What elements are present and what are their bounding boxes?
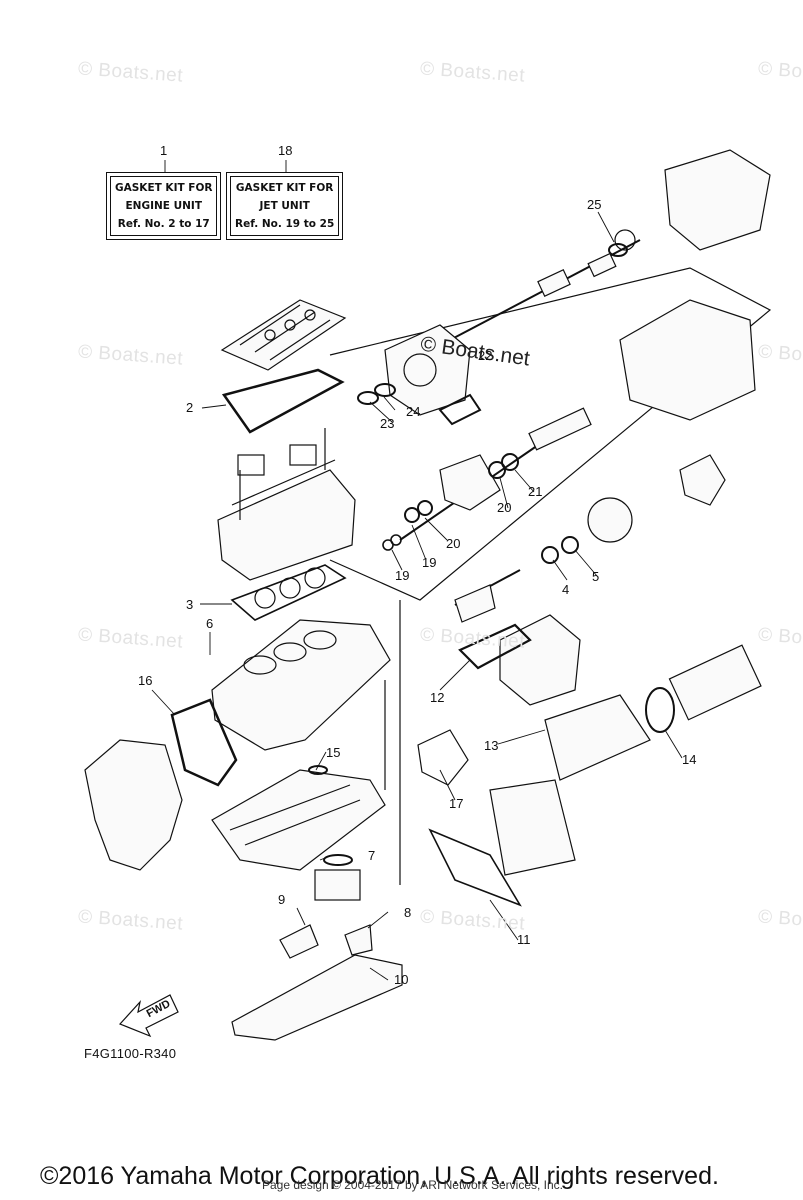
callout-2: 2 xyxy=(186,400,194,415)
kit-line3: Ref. No. 19 to 25 xyxy=(235,218,335,230)
kit-line2: JET UNIT xyxy=(259,200,310,212)
muffler-gasket xyxy=(645,687,675,733)
copyright-notice: ©2016 Yamaha Motor Corporation, U.S.A. A… xyxy=(40,1162,719,1190)
jet-gasket-kit-label: GASKET KIT FOR JET UNIT Ref. No. 19 to 2… xyxy=(226,172,344,240)
oil-filter-housing xyxy=(314,869,361,901)
callout-20b: 20 xyxy=(497,500,512,515)
callout-11: 11 xyxy=(517,932,531,947)
muffler xyxy=(668,644,762,721)
callout-10: 10 xyxy=(394,972,409,987)
oil-cooler xyxy=(489,779,576,876)
seal-23 xyxy=(357,391,379,405)
callout-13: 13 xyxy=(484,738,499,753)
oil-pipe xyxy=(344,924,373,956)
exhaust-pipe xyxy=(544,694,651,781)
engine-gasket-kit-label: GASKET KIT FOR ENGINE UNIT Ref. No. 2 to… xyxy=(106,172,222,240)
kit-line2: ENGINE UNIT xyxy=(125,200,202,212)
stator-cover-gasket xyxy=(417,729,469,786)
oil-cooler-gasket xyxy=(428,828,522,907)
callout-17: 17 xyxy=(449,796,464,811)
callout-4: 4 xyxy=(562,582,570,597)
coupler xyxy=(587,497,633,543)
page-design-credit: Page design © 2004-2017 by ARI Network S… xyxy=(262,1178,564,1192)
drive-shaft-assembly xyxy=(449,239,641,341)
jet-pump-body xyxy=(619,299,756,421)
callout-18: 18 xyxy=(278,143,293,158)
callout-22: 22 xyxy=(478,348,493,363)
cylinder-block xyxy=(211,619,391,751)
flywheel-cover xyxy=(84,739,183,871)
seal-24 xyxy=(374,383,396,397)
jet-frame-outline xyxy=(329,267,772,601)
exhaust-manifold xyxy=(499,614,581,706)
damper-coupling xyxy=(454,584,496,623)
gasket-22 xyxy=(438,393,482,426)
cylinder-head xyxy=(217,428,356,581)
callout-25: 25 xyxy=(587,197,602,212)
callout-19a: 19 xyxy=(395,568,410,583)
callout-7: 7 xyxy=(368,848,376,863)
callout-24: 24 xyxy=(406,404,421,419)
o-ring-7 xyxy=(323,854,353,866)
leader-lines xyxy=(151,160,683,981)
valve-cover xyxy=(220,299,347,371)
nozzle-steering xyxy=(664,149,771,251)
callout-20a: 20 xyxy=(446,536,461,551)
kit-line3: Ref. No. 2 to 17 xyxy=(117,218,210,230)
diagram-ref-code: F4G1100-R340 xyxy=(84,1046,177,1061)
callout-3: 3 xyxy=(186,597,194,612)
oil-strainer xyxy=(279,924,319,959)
callout-14: 14 xyxy=(682,752,697,767)
exhaust-gasket xyxy=(458,623,532,670)
callout-6: 6 xyxy=(206,616,214,631)
callout-21: 21 xyxy=(528,484,543,499)
fwd-arrow xyxy=(118,994,179,1038)
impeller xyxy=(679,454,726,506)
valve-cover-gasket xyxy=(221,368,345,434)
callout-12: 12 xyxy=(430,690,445,705)
callout-1: 1 xyxy=(160,143,168,158)
bearing-housing xyxy=(439,454,501,511)
oil-pan xyxy=(231,954,403,1041)
crankcase xyxy=(211,769,386,871)
callout-9: 9 xyxy=(278,892,286,907)
callout-8: 8 xyxy=(404,905,412,920)
head-gasket xyxy=(230,564,347,621)
callout-16: 16 xyxy=(138,673,153,688)
kit-line1: GASKET KIT FOR xyxy=(115,182,213,194)
seal-25 xyxy=(608,243,628,257)
callout-15: 15 xyxy=(326,745,341,760)
flywheel-cover-gasket xyxy=(170,698,238,787)
callout-23: 23 xyxy=(380,416,395,431)
callout-5: 5 xyxy=(592,569,600,584)
callout-19b: 19 xyxy=(422,555,437,570)
kit-line1: GASKET KIT FOR xyxy=(235,182,334,194)
